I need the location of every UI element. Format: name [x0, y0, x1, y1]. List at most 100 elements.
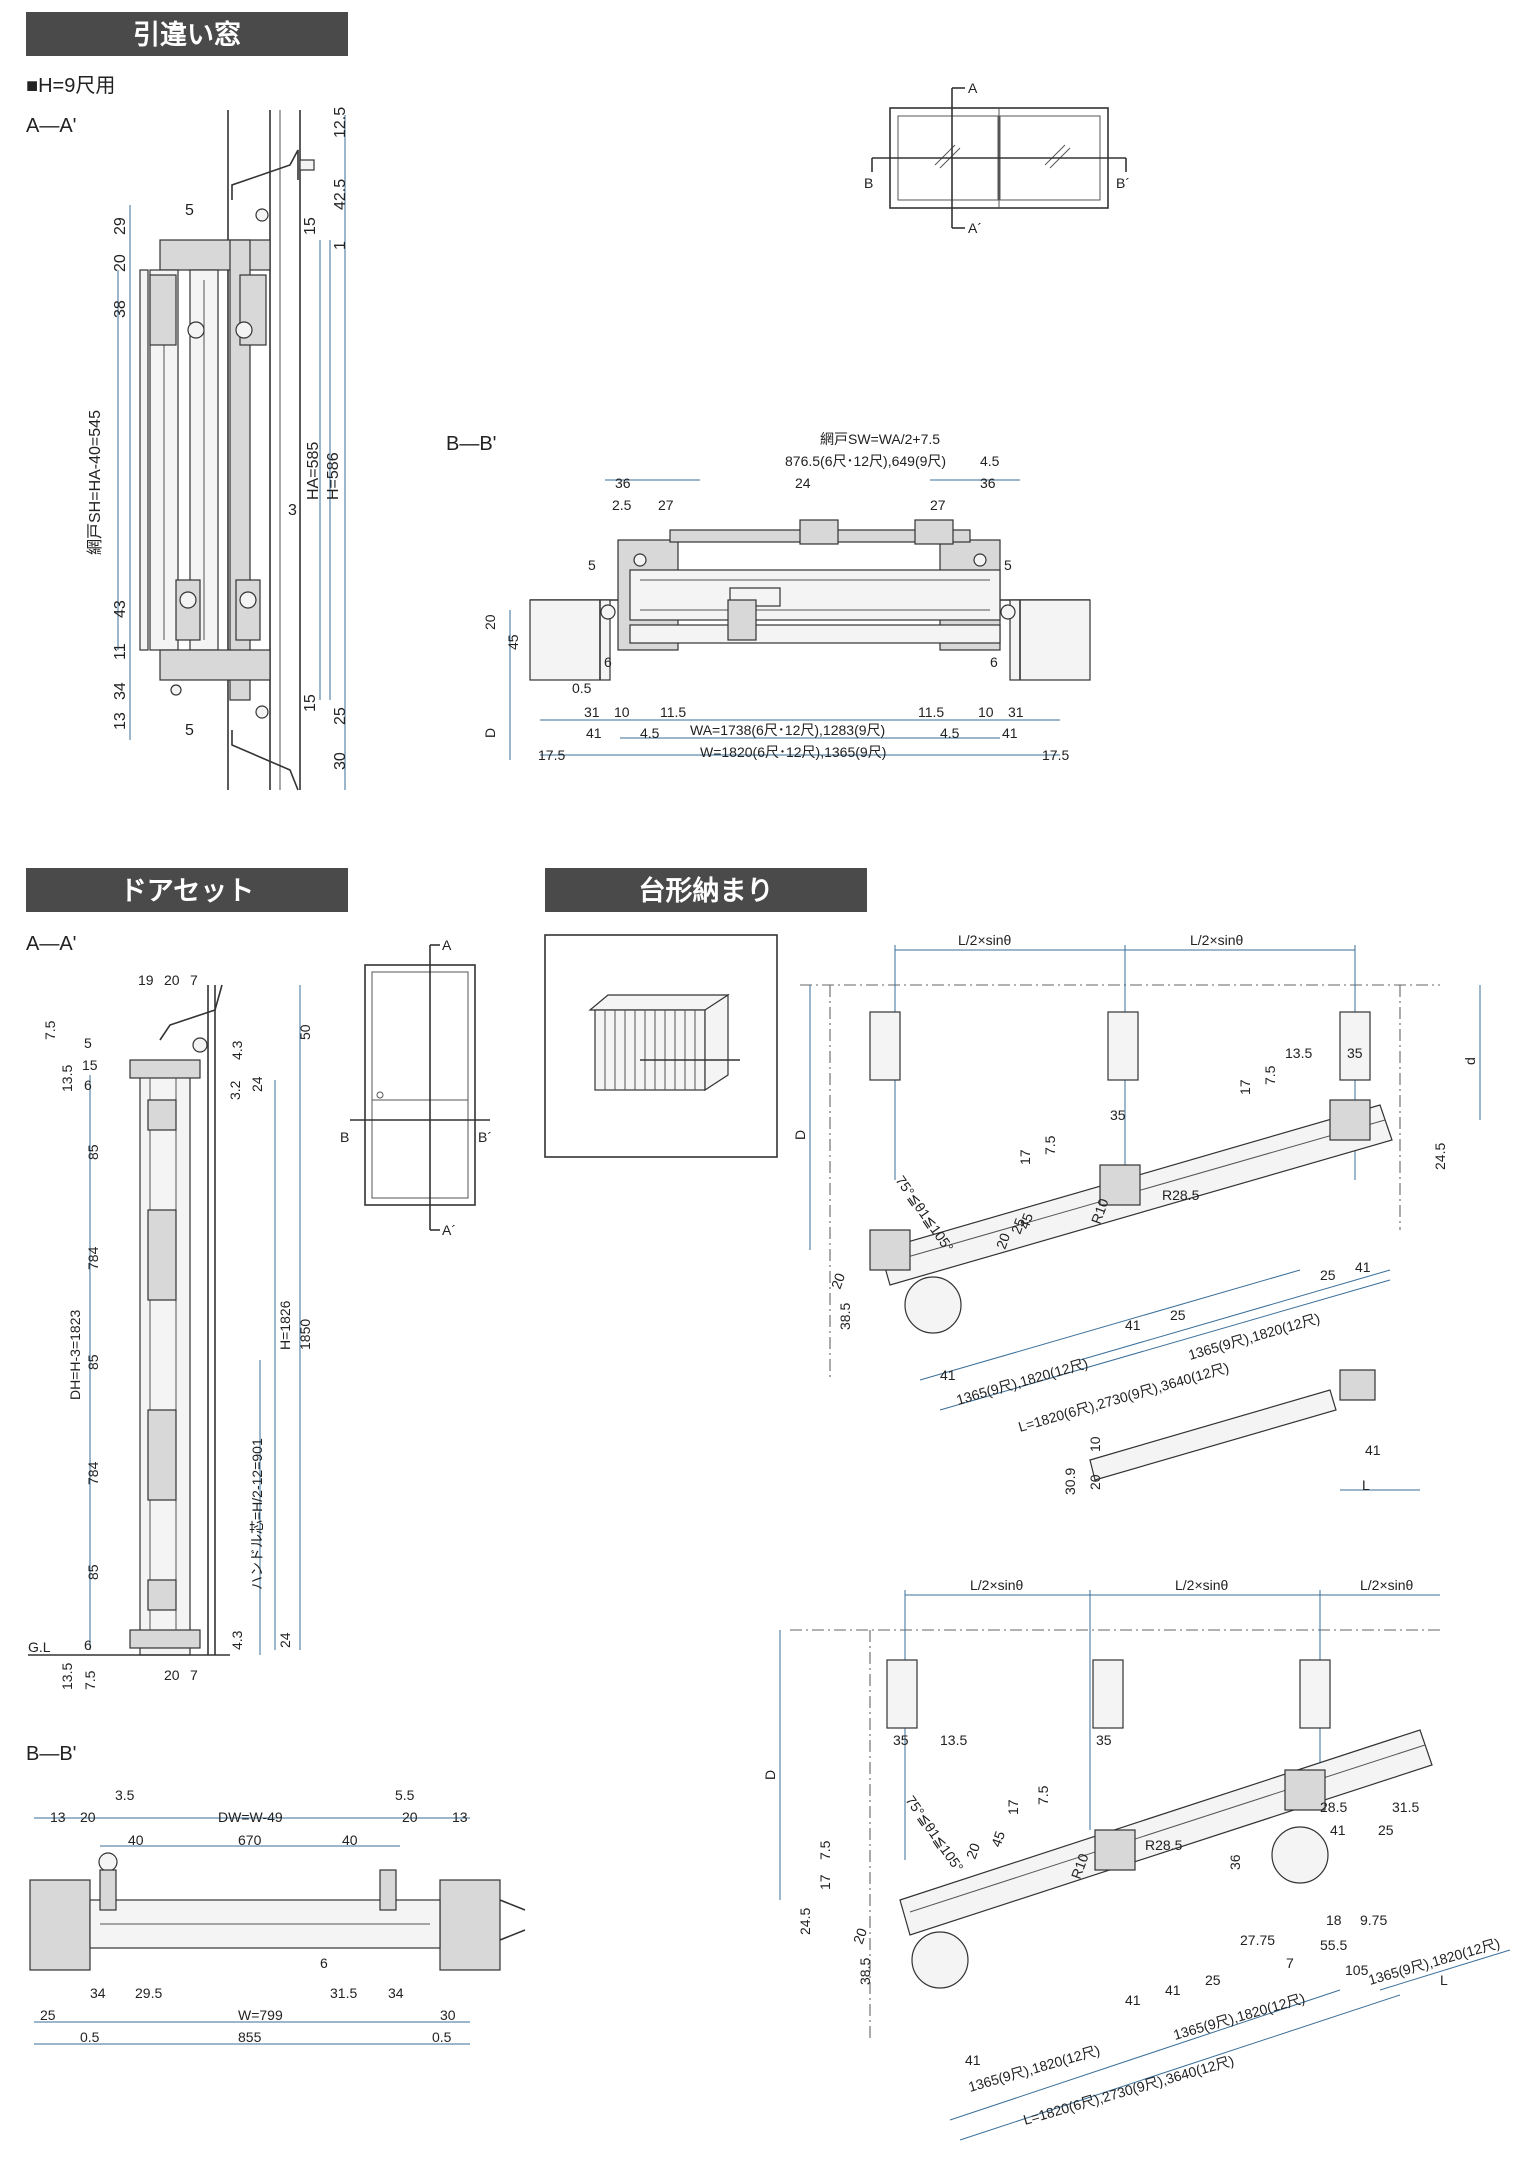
dim-11: 11 — [112, 643, 129, 660]
door-bb-0-5-right: 0.5 — [432, 2029, 452, 2045]
dim-30: 30 — [332, 752, 349, 770]
tu-dim-25-b: 25 — [1170, 1307, 1186, 1323]
bb-dim-27-right: 27 — [930, 497, 946, 513]
bb-dim-45: 45 — [505, 634, 521, 650]
tl-dim-25-b: 25 — [1205, 1972, 1221, 1988]
door-bb-20-left: 20 — [80, 1809, 96, 1825]
header-sliding-window-title: 引違い窓 — [133, 19, 241, 50]
bb-dim-11-5-right: 11.5 — [918, 704, 944, 720]
tl-dim-7: 7 — [1286, 1955, 1294, 1971]
tu-dim-41-b: 41 — [1125, 1317, 1141, 1333]
dim-ha-585: HA=585 — [305, 442, 322, 500]
bb-dim-wa: WA=1738(6尺･12尺),1283(9尺) — [690, 722, 885, 738]
tl-top-3: L/2×sinθ — [1360, 1577, 1414, 1593]
tu-dim-25-a: 25 — [1320, 1267, 1336, 1283]
dim-5-top: 5 — [185, 202, 194, 219]
bb-dim-10-right: 10 — [978, 704, 994, 720]
tl-dim-31-5: 31.5 — [1392, 1799, 1419, 1815]
trapezoid-lower — [779, 1590, 1511, 2141]
dim-42-5: 42.5 — [332, 179, 349, 210]
bb-dim-0-5: 0.5 — [572, 680, 592, 696]
bb-dim-d: D — [482, 728, 498, 738]
door-dim-4-3-bottom: 4.3 — [229, 1630, 245, 1650]
tl-dim-28-5: 28.5 — [1320, 1799, 1347, 1815]
tl-dim-45: 45 — [988, 1829, 1008, 1849]
door-aa-section — [28, 984, 301, 1656]
tl-dim-38-5: 38.5 — [857, 1958, 873, 1985]
door-bb-section — [29, 1817, 526, 2045]
dim-34: 34 — [112, 682, 129, 700]
bb-dim-36-left: 36 — [615, 475, 631, 491]
door-dim-85-2: 85 — [85, 1354, 101, 1370]
door-key-a-top: A — [442, 937, 452, 953]
tu-dim-24-5: 24.5 — [1432, 1143, 1448, 1170]
bb-dim-4-5-right: 4.5 — [940, 725, 960, 741]
tu-dim-20: 20 — [993, 1231, 1013, 1251]
tl-dim-20: 20 — [963, 1841, 983, 1861]
door-bb-dims: 3.5 5.5 13 20 DW=W-49 20 13 40 670 40 6 … — [40, 1787, 468, 2045]
bb-dim-w: W=1820(6尺･12尺),1365(9尺) — [700, 744, 886, 760]
door-bb-40-left: 40 — [128, 1832, 144, 1848]
bb-dim-17-5-left: 17.5 — [538, 747, 565, 763]
bb-dim-41-left: 41 — [586, 725, 602, 741]
tu-dim-7-5-right: 7.5 — [1262, 1065, 1278, 1085]
tu-dim-r28-5: R28.5 — [1162, 1187, 1200, 1203]
header-sliding-window: 引違い窓 — [26, 12, 348, 56]
bb-dim-4-5-top: 4.5 — [980, 453, 1000, 469]
door-dim-1850: 1850 — [297, 1319, 313, 1350]
door-bb-13-left: 13 — [50, 1809, 66, 1825]
dim-5-bottom: 5 — [185, 722, 194, 739]
tl-dim-35-mid: 35 — [1096, 1732, 1112, 1748]
door-dim-7-5-bottom: 7.5 — [82, 1670, 98, 1690]
door-dim-6-top: 6 — [84, 1077, 92, 1093]
door-dim-h-1826: H=1826 — [277, 1300, 293, 1350]
door-bb-13-right: 13 — [452, 1809, 468, 1825]
door-key-b-right: B´ — [478, 1129, 492, 1145]
door-bb-dw: DW=W-49 — [218, 1809, 283, 1825]
tu-dim-25-small: 25 — [1008, 1216, 1028, 1236]
bb-dim-41-right: 41 — [1002, 725, 1018, 741]
door-dim-20-top: 20 — [164, 972, 180, 988]
tu-dim-13-5: 13.5 — [1285, 1045, 1312, 1061]
bb-dim-6-left: 6 — [604, 654, 612, 670]
dim-20: 20 — [112, 254, 129, 272]
tl-dim-angle: 75°≦θ1≦105° — [903, 1793, 967, 1875]
bb-dim-31-left: 31 — [584, 704, 600, 720]
tu-dim-d-cap: D — [792, 1130, 808, 1140]
label-window-aa: A—A' — [26, 115, 77, 137]
door-dim-784-1: 784 — [85, 1246, 101, 1270]
door-dim-85-1: 85 — [85, 1144, 101, 1160]
tl-dim-105: 105 — [1345, 1962, 1369, 1978]
door-dim-dh: DH=H-3=1823 — [67, 1310, 83, 1400]
tu-top-2: L/2×sinθ — [1190, 932, 1244, 948]
tl-dim-20-left: 20 — [850, 1926, 870, 1946]
door-key-plan: A A´ B B´ — [340, 937, 492, 1238]
dim-43: 43 — [112, 600, 129, 618]
door-dim-3-2: 3.2 — [227, 1080, 243, 1100]
door-bb-25: 25 — [40, 2007, 56, 2023]
door-bb-6: 6 — [320, 1955, 328, 1971]
tu-detail-10: 10 — [1087, 1436, 1103, 1452]
tu-detail-20: 20 — [1087, 1474, 1103, 1490]
tl-dim-41-b: 41 — [1125, 1992, 1141, 2008]
dim-15-top: 15 — [302, 217, 319, 235]
tl-dim-41-a: 41 — [1330, 1822, 1346, 1838]
key-b-left: B — [864, 175, 873, 191]
tu-len-1: 1365(9尺),1820(12尺) — [1186, 1310, 1321, 1363]
tu-detail-30-9: 30.9 — [1062, 1468, 1078, 1495]
door-dim-13-5-top: 13.5 — [59, 1065, 75, 1092]
dim-25: 25 — [332, 707, 349, 725]
tl-dim-13-5: 13.5 — [940, 1732, 967, 1748]
tu-dim-7-5-mid: 7.5 — [1042, 1135, 1058, 1155]
door-dim-24-bottom: 24 — [277, 1632, 293, 1648]
door-dim-85-3: 85 — [85, 1564, 101, 1580]
dim-12-5: 12.5 — [332, 107, 349, 138]
door-dim-6-bottom: 6 — [84, 1637, 92, 1653]
trapezoid-product-illustration — [544, 934, 778, 1158]
tu-dim-17-right: 17 — [1237, 1079, 1253, 1095]
key-b-right: B´ — [1116, 175, 1130, 191]
tl-dim-7-5-mid: 7.5 — [1035, 1785, 1051, 1805]
header-trapezoid-title: 台形納まり — [639, 875, 774, 906]
bb-dim-20: 20 — [482, 614, 498, 630]
door-bb-31-5: 31.5 — [330, 1985, 357, 2001]
